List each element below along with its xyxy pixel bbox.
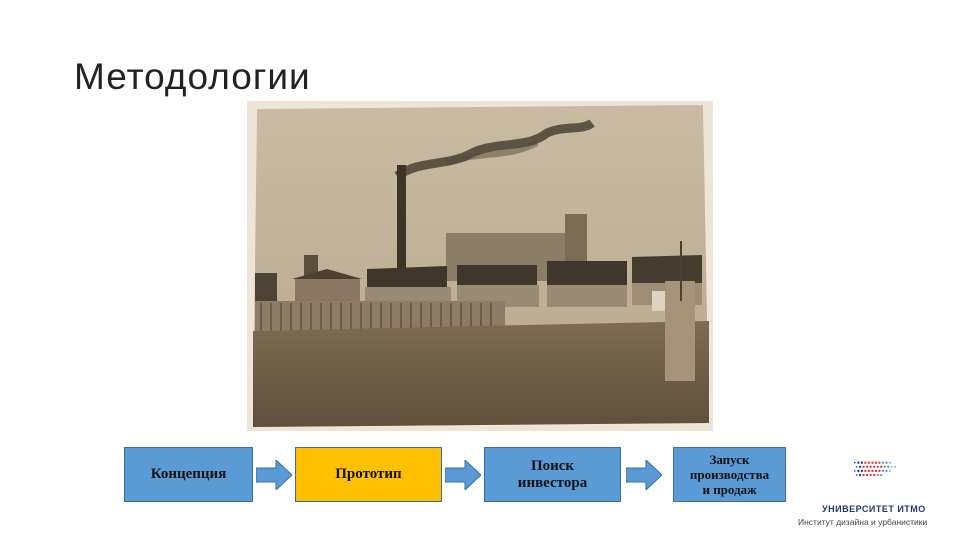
logo-dot [857,469,860,473]
logo-dot [857,461,860,464]
logo-dot [876,465,879,468]
step-concept: Концепция [124,447,253,502]
logo-dot [869,465,872,468]
logo-dot [894,465,897,468]
logo-dot [881,461,885,464]
logo-dot [864,469,867,473]
logo-dot [878,461,881,464]
logo-dot [853,470,856,472]
step-launch-line2: производства [689,467,770,482]
logo-dot [880,465,883,468]
logo-dot [860,461,864,464]
logo-dot [871,461,874,464]
logo-name: УНИВЕРСИТЕТ ИТМО [822,504,926,514]
logo-dot [878,469,881,473]
logo-dot [873,465,876,468]
logo-dot [883,465,886,468]
right-arrow-icon [445,460,481,490]
logo-dot [880,473,883,477]
logo-dot [874,461,878,464]
logo-subtitle: Институт дизайна и урбанистики [798,517,928,527]
right-arrow-icon [256,460,292,490]
logo-dot [889,470,891,472]
logo-dot [890,465,893,468]
step-prototype-label: Прототип [335,466,402,482]
factory-photo [247,101,713,431]
step-investor-line1: Поиск [530,457,575,474]
step-launch-line1: Запуск [709,452,750,467]
logo-dot [862,465,865,468]
logo-dot [865,473,869,477]
logo-dot [871,469,874,473]
step-launch-line3: и продаж [702,482,757,497]
step-prototype: Прототип [295,447,442,502]
logo-dot [885,461,888,464]
logo-dot [860,469,864,473]
logo-dot [853,461,856,464]
logo-dot [858,473,862,477]
logo-dot [869,473,872,477]
logo-dot [862,473,865,477]
step-concept-label: Концепция [150,466,227,482]
itmo-logo-icon [853,461,897,477]
logo-dot [867,469,871,473]
logo-dot [881,469,885,473]
logo-dot [874,469,878,473]
right-arrow-icon [626,460,662,490]
logo-dot [858,465,862,468]
logo-dot [887,465,890,468]
logo-dot [855,465,858,468]
logo-dot [876,473,879,477]
logo-dot [864,461,867,464]
step-investor-line2: инвестора [517,474,588,491]
slide-title: Методологии [74,56,311,97]
logo-dot [885,469,888,473]
step-launch: Запуск производства и продаж [673,447,786,502]
logo-dot [855,474,858,476]
logo-dot [865,465,869,468]
logo-dot [889,461,891,464]
step-investor: Поиск инвестора [484,447,621,502]
logo-dot [873,473,876,477]
logo-dot [867,461,871,464]
